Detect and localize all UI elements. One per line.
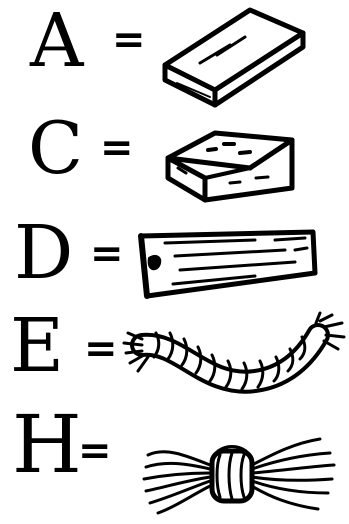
letter-d: D	[14, 210, 74, 296]
letter-e: E	[10, 303, 65, 389]
equals-sign-c: =	[100, 125, 134, 171]
equals-sign-d: =	[90, 231, 124, 277]
legend-row-c: C =	[0, 110, 349, 210]
letter-c: C	[28, 106, 84, 190]
legend-row-h: H =	[0, 395, 349, 524]
legend-row-a: A =	[0, 0, 349, 110]
letter-a: A	[30, 0, 84, 84]
legend-row-e: E =	[0, 305, 349, 395]
equals-sign-e: =	[84, 326, 118, 372]
letter-h: H	[12, 398, 82, 491]
wooden-log-icon	[138, 229, 318, 299]
straw-bundle-icon	[142, 437, 336, 515]
equals-sign-a: =	[112, 17, 146, 63]
legend-row-d: D =	[0, 210, 349, 305]
rope-icon	[122, 311, 346, 394]
equals-sign-h: =	[78, 428, 112, 474]
brick-icon	[165, 130, 295, 203]
plank-icon	[162, 7, 306, 108]
